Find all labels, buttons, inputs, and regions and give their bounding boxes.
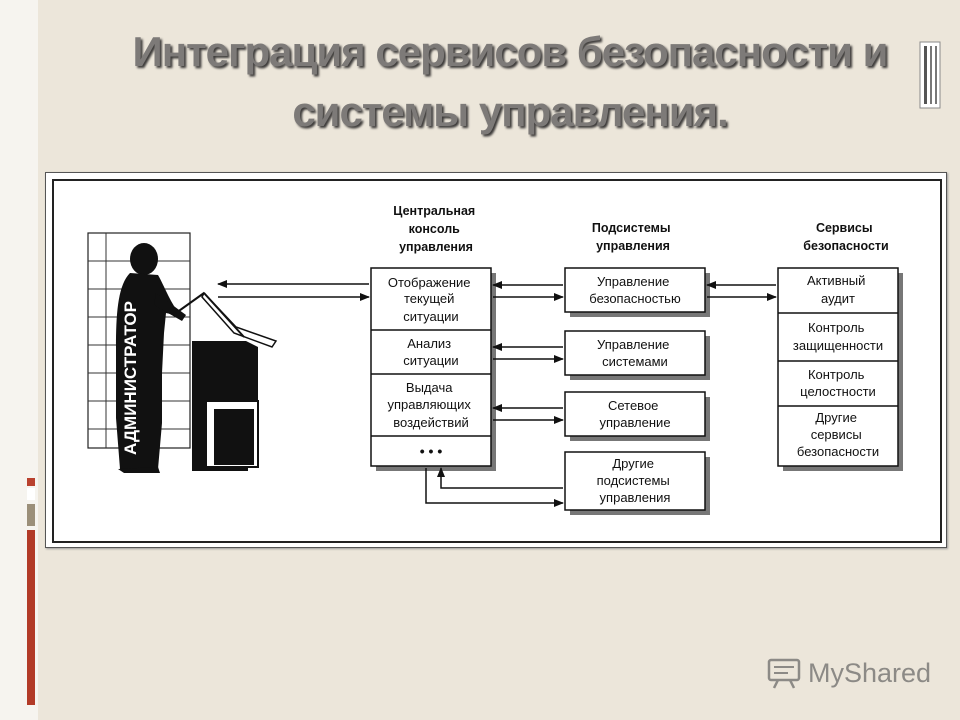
accent-mark [27, 488, 35, 500]
slide-title: Интеграция сервисов безопасности и систе… [120, 22, 900, 142]
service-other: Другие сервисы безопасности [797, 410, 879, 459]
service-audit: Активный аудит [807, 273, 869, 306]
console-item-actions: Выдача управляющих воздействий [387, 380, 474, 430]
title-line-1: Интеграция сервисов безопасности и [132, 28, 889, 75]
administrator-icon [116, 243, 205, 473]
subsystem-systems: Управление системами [597, 337, 673, 369]
subsystem-boxes [564, 267, 710, 515]
decoration-icon [919, 41, 941, 109]
console-more: • • • [420, 443, 443, 459]
connection-arrows [217, 280, 777, 507]
accent-bar [27, 530, 35, 705]
service-security-control: Контроль защищенности [793, 320, 883, 353]
console-panel [370, 267, 496, 471]
admin-label: АДМИНИСТРАТОР [121, 301, 140, 455]
diagram-frame: АДМИНИСТРАТОР Центральная консоль управл… [45, 172, 947, 548]
console-item-display: Отображение текущей ситуации [388, 275, 474, 324]
subsystem-network: Сетевое управление [599, 398, 670, 430]
accent-mark [27, 478, 35, 486]
console-item-analysis: Анализ ситуации [403, 336, 458, 368]
accent-mark [27, 504, 35, 526]
title-line-2: системы управления. [292, 88, 728, 135]
diagram-border [52, 179, 942, 543]
console-header: Центральная консоль управления [393, 204, 478, 254]
services-panel [777, 267, 903, 471]
logo-text: MyShared [808, 657, 932, 688]
myshared-logo: MyShared [766, 656, 931, 690]
service-integrity-control: Контроль целостности [800, 367, 876, 399]
subsystem-other: Другие подсистемы управления [597, 456, 674, 505]
presentation-board-icon [767, 658, 801, 689]
subsystems-header: Подсистемы управления [592, 221, 674, 253]
subsystem-security: Управление безопасностью [589, 274, 681, 306]
workstation-icon [192, 291, 278, 471]
diagram-canvas: АДМИНИСТРАТОР Центральная консоль управл… [87, 204, 903, 515]
services-header: Сервисы безопасности [803, 221, 888, 253]
